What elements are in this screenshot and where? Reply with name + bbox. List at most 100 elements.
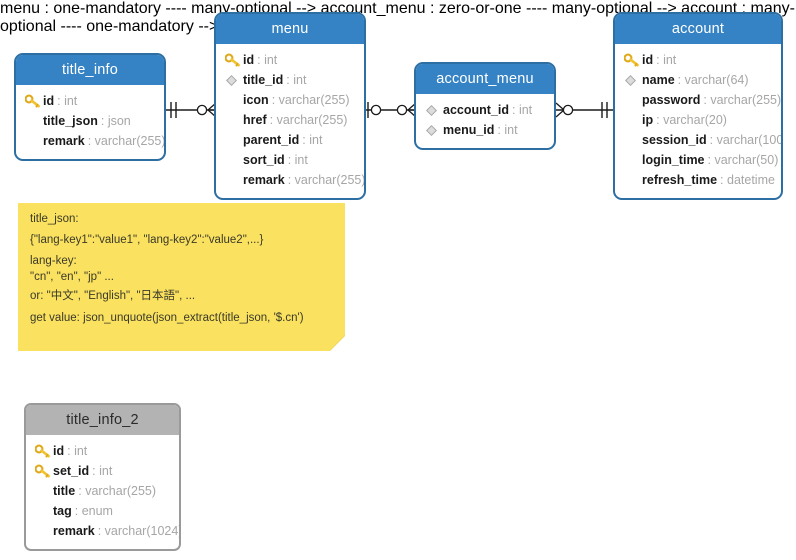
attribute-row: account_id : int (416, 100, 554, 120)
attribute-type: : int (57, 94, 78, 108)
attribute-name: login_time (642, 153, 705, 167)
entity-account[interactable]: account id : int name : varchar(64) pass… (613, 12, 783, 200)
attribute-type: : varchar(1024) (97, 524, 181, 538)
attribute-name: remark (53, 524, 95, 538)
attribute-type: : int (92, 464, 113, 478)
attribute-row: title_id : int (216, 70, 364, 90)
attribute-row: ip : varchar(20) (615, 110, 781, 130)
attribute-type: : enum (74, 504, 113, 518)
foreign-key-diamond-icon (424, 100, 443, 120)
no-marker (34, 481, 53, 501)
entity-title_info_2[interactable]: title_info_2 id : int set_id : int title… (24, 403, 181, 551)
attribute-name: ip (642, 113, 654, 127)
relationship-account_menu-account (555, 100, 614, 120)
attribute-name: remark (243, 173, 285, 187)
attribute-row: parent_id : int (216, 130, 364, 150)
relationship-menu-account_menu (364, 100, 417, 120)
entity-title_info[interactable]: title_info id : int title_json : json re… (14, 53, 166, 161)
note-line: or: "中文", "English", "日本語", ... (30, 290, 196, 302)
attribute-row: title_json : json (16, 111, 164, 131)
entity-menu-attributes: id : int title_id : int icon : varchar(2… (216, 44, 364, 198)
attribute-row: refresh_time : datetime (615, 170, 781, 190)
attribute-row: href : varchar(255) (216, 110, 364, 130)
attribute-name: session_id (642, 133, 707, 147)
no-marker (224, 90, 243, 110)
attribute-row: password : varchar(255) (615, 90, 781, 110)
foreign-key-diamond-icon (424, 120, 443, 140)
attribute-type: : int (302, 133, 323, 147)
attribute-name: menu_id (443, 123, 495, 137)
no-marker (623, 110, 642, 130)
attribute-name: icon (243, 93, 269, 107)
attribute-type: : varchar(100) (709, 133, 783, 147)
note-line: title_json: (30, 213, 79, 225)
no-marker (224, 130, 243, 150)
attribute-name: name (642, 73, 675, 87)
attribute-type: : varchar(255) (287, 173, 366, 187)
attribute-row: title : varchar(255) (26, 481, 179, 501)
attribute-type: : int (656, 53, 677, 67)
attribute-type: : json (100, 114, 131, 128)
no-marker (224, 110, 243, 130)
primary-key-icon (34, 441, 53, 461)
entity-account_menu[interactable]: account_menu account_id : int menu_id : … (414, 62, 556, 150)
entity-title_info_2-header: title_info_2 (26, 405, 179, 435)
attribute-row: remark : varchar(1024) (26, 521, 179, 541)
entity-account_menu-attributes: account_id : int menu_id : int (416, 94, 554, 148)
attribute-type: : int (286, 73, 307, 87)
attribute-row: id : int (26, 441, 179, 461)
no-marker (24, 131, 43, 151)
attribute-row: tag : enum (26, 501, 179, 521)
attribute-row: login_time : varchar(50) (615, 150, 781, 170)
note-line: {"lang-key1":"value1", "lang-key2":"valu… (30, 234, 264, 246)
attribute-row: name : varchar(64) (615, 70, 781, 90)
attribute-row: menu_id : int (416, 120, 554, 140)
attribute-name: refresh_time (642, 173, 718, 187)
no-marker (34, 521, 53, 541)
attribute-row: sort_id : int (216, 150, 364, 170)
primary-key-icon (24, 91, 43, 111)
attribute-name: remark (43, 134, 85, 148)
attribute-type: : varchar(20) (656, 113, 727, 127)
note-line: get value: json_unquote(json_extract(tit… (30, 312, 304, 324)
note-line: "cn", "en", "jp" ... (30, 271, 114, 283)
entity-title_info_2-attributes: id : int set_id : int title : varchar(25… (26, 435, 179, 549)
attribute-row: session_id : varchar(100) (615, 130, 781, 150)
attribute-name: title_id (243, 73, 284, 87)
note-title_json[interactable]: title_json: {"lang-key1":"value1", "lang… (18, 203, 345, 351)
attribute-name: id (53, 444, 65, 458)
foreign-key-diamond-icon (623, 70, 642, 90)
attribute-type: : int (497, 123, 518, 137)
attribute-type: : varchar(255) (703, 93, 782, 107)
attribute-name: sort_id (243, 153, 285, 167)
entity-account-header: account (615, 14, 781, 44)
primary-key-icon (224, 50, 243, 70)
attribute-type: : varchar(255) (78, 484, 157, 498)
entity-menu[interactable]: menu id : int title_id : int icon : varc… (214, 12, 366, 200)
attribute-type: : int (67, 444, 88, 458)
attribute-type: : varchar(255) (271, 93, 350, 107)
attribute-type: : varchar(64) (677, 73, 749, 87)
entity-title_info-attributes: id : int title_json : json remark : varc… (16, 85, 164, 159)
attribute-row: id : int (216, 50, 364, 70)
attribute-type: : varchar(255) (269, 113, 348, 127)
foreign-key-diamond-icon (224, 70, 243, 90)
attribute-type: : datetime (720, 173, 775, 187)
attribute-type: : int (257, 53, 278, 67)
attribute-type: : varchar(50) (707, 153, 779, 167)
no-marker (623, 170, 642, 190)
attribute-name: account_id (443, 103, 509, 117)
no-marker (623, 130, 642, 150)
attribute-row: set_id : int (26, 461, 179, 481)
attribute-row: remark : varchar(255) (216, 170, 364, 190)
attribute-name: id (243, 53, 255, 67)
attribute-name: title (53, 484, 76, 498)
attribute-name: id (642, 53, 654, 67)
entity-account_menu-header: account_menu (416, 64, 554, 94)
attribute-row: icon : varchar(255) (216, 90, 364, 110)
primary-key-icon (34, 461, 53, 481)
attribute-name: set_id (53, 464, 90, 478)
no-marker (224, 150, 243, 170)
no-marker (623, 150, 642, 170)
attribute-name: tag (53, 504, 72, 518)
